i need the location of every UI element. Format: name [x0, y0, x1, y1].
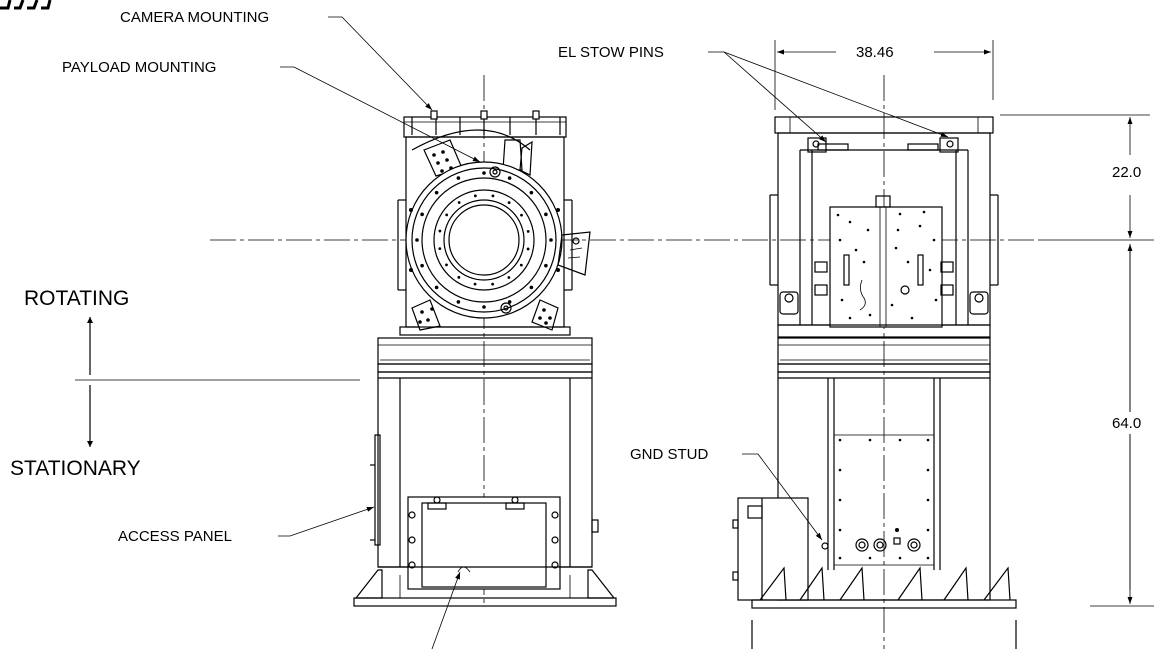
camera-mounting-label: CAMERA MOUNTING	[120, 9, 269, 26]
rotating-label: ROTATING	[24, 287, 129, 310]
plate-dots	[836, 210, 938, 320]
el-stow-pins-label: EL STOW PINS	[558, 44, 664, 61]
payload-mounting-label: PAYLOAD MOUNTING	[62, 59, 216, 76]
stationary-label: STATIONARY	[10, 457, 141, 480]
lower-height-dimension: 64.0	[1112, 415, 1141, 432]
panel-screws	[838, 438, 930, 560]
dimensions: 38.46 22.0 64.0	[774, 40, 1154, 607]
front-view	[353, 110, 617, 607]
center-lines	[75, 75, 1154, 649]
gnd-stud-label: GND STUD	[630, 446, 709, 463]
base-gussets	[759, 566, 1011, 601]
side-view	[732, 116, 1017, 649]
bearing-bolt-holes	[415, 171, 553, 309]
width-dimension: 38.46	[856, 44, 894, 61]
callouts: CAMERA MOUNTING PAYLOAD MOUNTING EL STOW…	[10, 9, 949, 649]
access-panel-label: ACCESS PANEL	[118, 528, 232, 545]
el-stow-pins	[807, 137, 959, 153]
cropped-title-fragment	[0, 0, 52, 10]
camera-mount-posts	[411, 110, 561, 135]
upper-height-dimension: 22.0	[1112, 164, 1141, 181]
